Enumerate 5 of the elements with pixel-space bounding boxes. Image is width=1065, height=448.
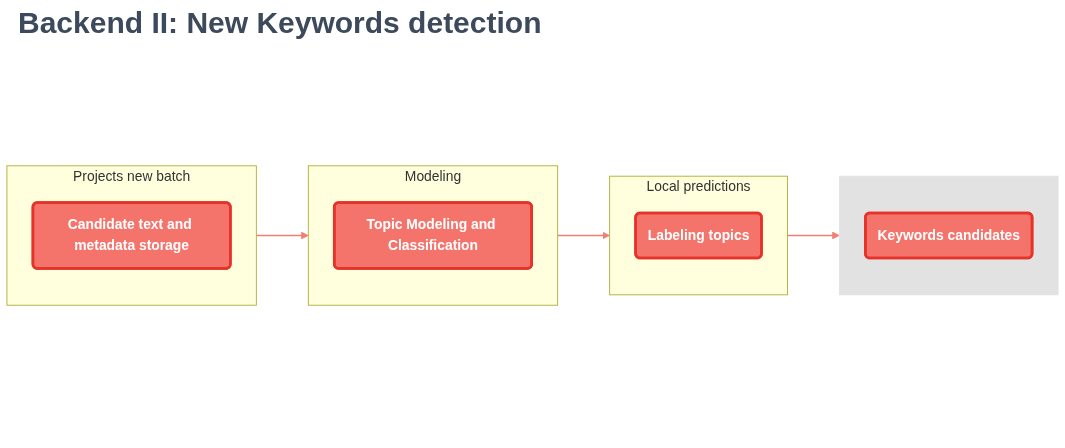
- arrow: [786, 231, 840, 239]
- arrow: [556, 231, 610, 239]
- arrow: [255, 231, 309, 239]
- cluster: [839, 175, 1059, 295]
- title: Backend II: New Keywords detection: [18, 6, 543, 40]
